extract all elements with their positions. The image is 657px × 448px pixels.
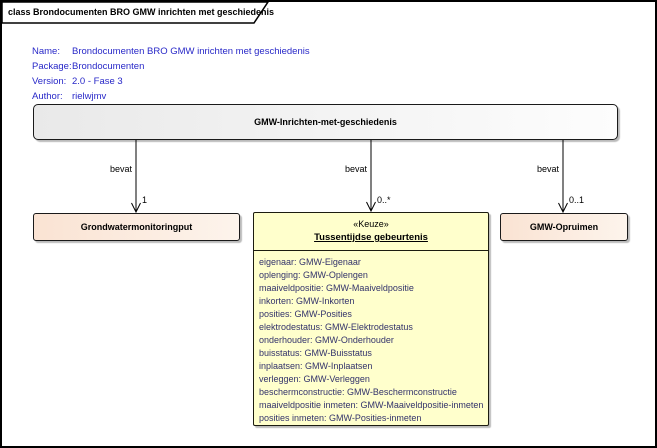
attribute-row: onderhouder: GMW-Onderhouder — [259, 335, 394, 345]
metadata-label: Version: — [32, 76, 67, 87]
attribute-row: maaiveldpositie: GMW-Maaiveldpositie — [259, 283, 414, 293]
metadata-value: Brondocumenten BRO GMW inrichten met ges… — [72, 46, 310, 57]
connector-line-right[interactable] — [558, 140, 568, 214]
attribute-row: inkorten: GMW-Inkorten — [259, 296, 355, 306]
attribute-list: eigenaar: GMW-Eigenaar oplenging: GMW-Opl… — [254, 251, 488, 425]
class-gmw-opruimen[interactable]: GMW-Opruimen — [500, 213, 628, 241]
frame-tab-shape — [2, 2, 269, 24]
class-grondwatermonitoringput[interactable]: Grondwatermonitoringput — [33, 213, 240, 241]
multiplicity-right: 0..1 — [569, 195, 585, 205]
metadata-value: 2.0 - Fase 3 — [72, 76, 123, 87]
class-title: GMW-Inrichten-met-geschiedenis — [254, 117, 397, 127]
metadata-label: Author: — [32, 91, 63, 102]
keuze-header: «Keuze» Tussentijdse gebeurtenis — [254, 213, 488, 251]
multiplicity-middle: 0..* — [377, 195, 391, 205]
stereotype-label: «Keuze» — [353, 219, 389, 229]
attribute-row: posities: GMW-Posities — [259, 309, 352, 319]
attribute-row: buisstatus: GMW-Buisstatus — [259, 348, 372, 358]
frame-tab-title: class Brondocumenten BRO GMW inrichten m… — [8, 7, 275, 17]
class-gmw-inrichten-met-geschiedenis[interactable]: GMW-Inrichten-met-geschiedenis — [33, 104, 618, 140]
attribute-row: elektrodestatus: GMW-Elektrodestatus — [259, 322, 413, 332]
metadata-row-version: Version: 2.0 - Fase 3 — [32, 74, 310, 89]
metadata-label: Name: — [32, 46, 60, 57]
attribute-row: inplaatsen: GMW-Inplaatsen — [259, 361, 373, 371]
class-title: Tussentijdse gebeurtenis — [314, 232, 428, 243]
attribute-row: posities inmeten: GMW-Posities-inmeten — [259, 413, 422, 423]
multiplicity-left: 1 — [142, 195, 148, 205]
connector-label-bevat-middle: bevat — [344, 164, 367, 174]
attribute-row: maaiveldpositie inmeten: GMW-Maaiveldpos… — [259, 400, 484, 410]
class-title: GMW-Opruimen — [529, 222, 599, 232]
metadata-value: Brondocumenten — [72, 61, 145, 72]
metadata-row-package: Package:Brondocumenten — [32, 59, 310, 74]
connector-line-left[interactable] — [131, 140, 141, 214]
connector-label-bevat-left: bevat — [109, 164, 132, 174]
metadata-row-name: Name: Brondocumenten BRO GMW inrichten me… — [32, 44, 310, 59]
attribute-row: eigenaar: GMW-Eigenaar — [259, 257, 361, 267]
metadata-row-author: Author: rielwjmv — [32, 89, 310, 104]
class-title: Grondwatermonitoringput — [80, 222, 193, 232]
attribute-row: beschermconstructie: GMW-Beschermconstru… — [259, 387, 457, 397]
attribute-row: verleggen: GMW-Verleggen — [259, 374, 370, 384]
frame-tab: class Brondocumenten BRO GMW inrichten m… — [2, 2, 274, 24]
metadata-label: Package: — [32, 61, 72, 72]
connector-label-bevat-right: bevat — [536, 164, 559, 174]
attribute-row: oplenging: GMW-Oplengen — [259, 270, 368, 280]
diagram-metadata: Name: Brondocumenten BRO GMW inrichten me… — [32, 44, 310, 104]
metadata-value: rielwjmv — [72, 91, 107, 102]
class-tussentijdse-gebeurtenis[interactable]: «Keuze» Tussentijdse gebeurtenis eigenaa… — [253, 212, 489, 426]
connector-line-middle[interactable] — [366, 140, 376, 213]
